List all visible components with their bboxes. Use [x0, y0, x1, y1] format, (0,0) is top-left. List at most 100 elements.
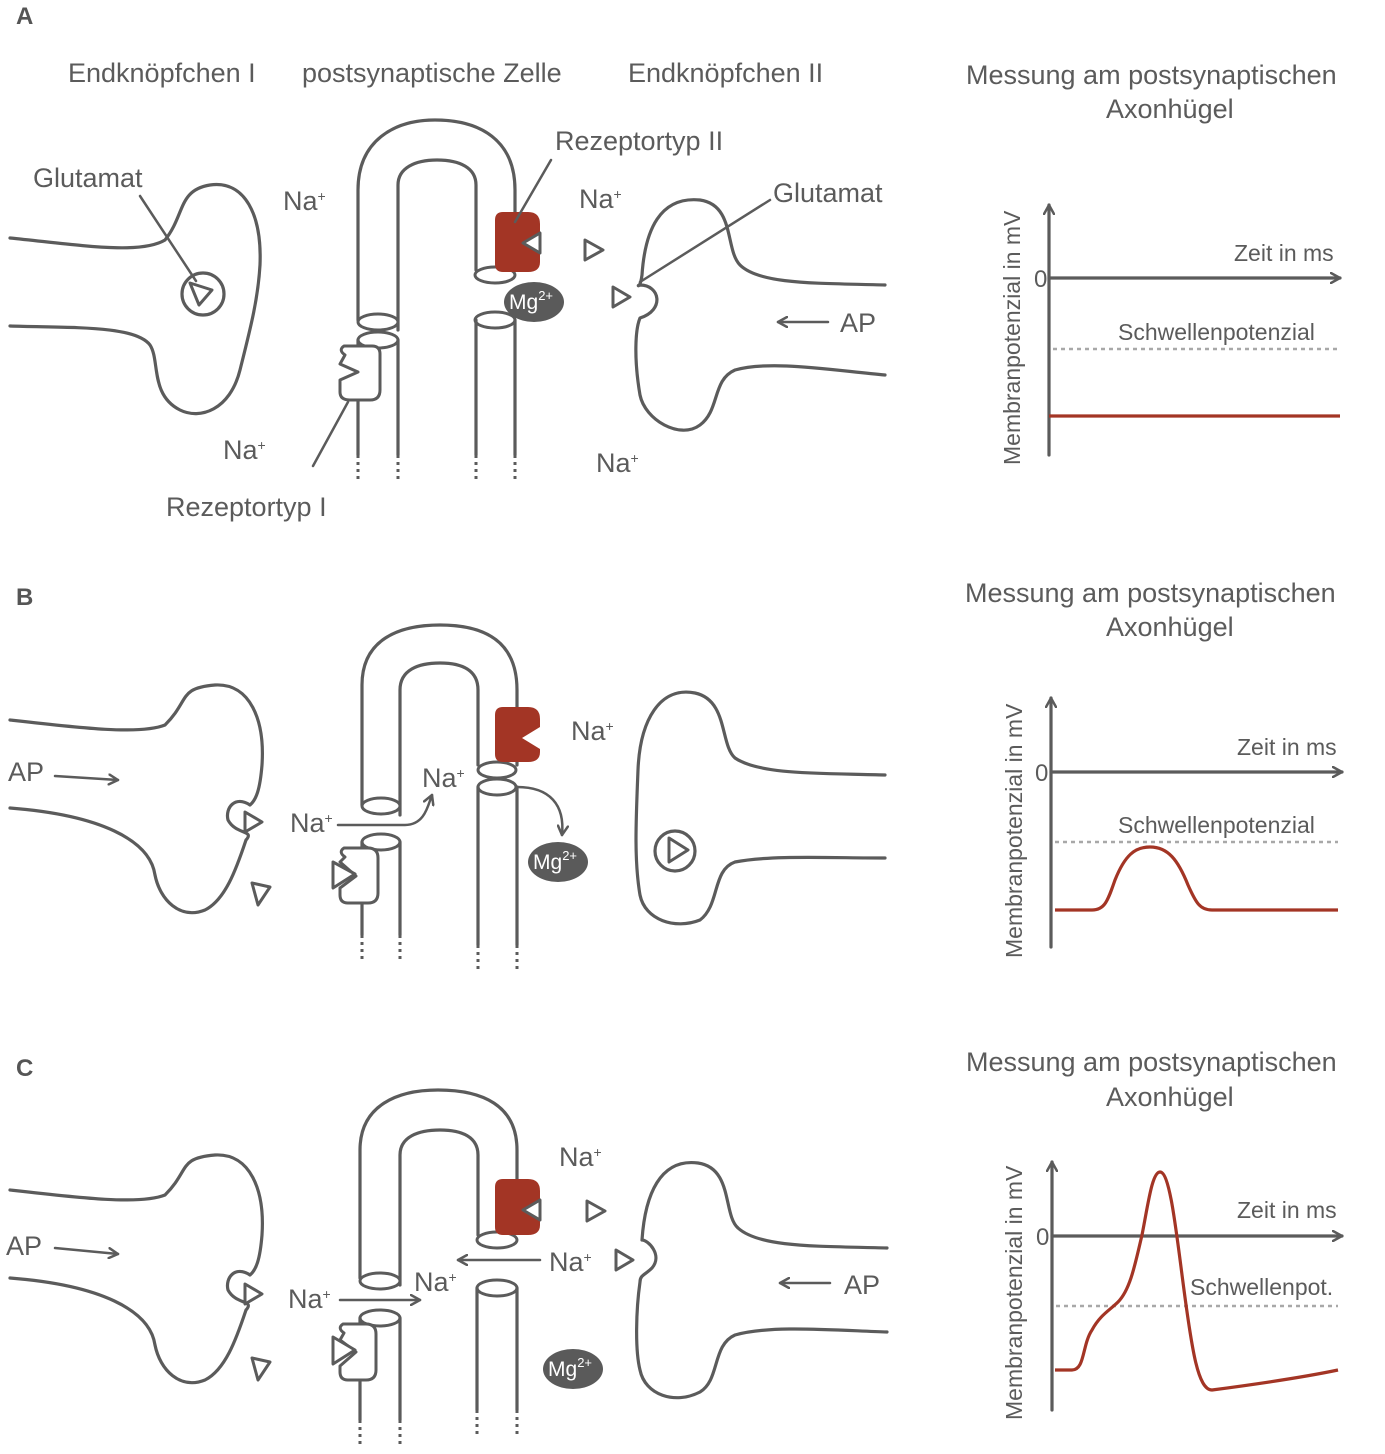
threshold-label: Schwellenpotenzial	[1118, 812, 1315, 838]
label-ap: AP	[8, 757, 44, 787]
glutamate-icon	[521, 1198, 542, 1222]
label-glutamat: Glutamat	[33, 163, 143, 193]
label-na: Na+	[223, 435, 266, 465]
mg-ion	[543, 1349, 603, 1389]
x-axis-label: Zeit in ms	[1237, 1197, 1337, 1223]
glutamate-icon	[243, 810, 264, 834]
label-na: Na+	[559, 1142, 602, 1172]
label-na: Na+	[283, 186, 326, 216]
zero-tick: 0	[1036, 1224, 1049, 1251]
zero-tick: 0	[1035, 760, 1048, 787]
panel-c: C AP Mg2+ Na+ Na+ Na+ Na+	[6, 1047, 1344, 1448]
chart-title-line2: Axonhügel	[1106, 94, 1234, 124]
label-na: Na+	[288, 1284, 331, 1314]
threshold-label: Schwellenpotenzial	[1118, 319, 1315, 345]
postsynaptic-cell-inner	[398, 661, 480, 817]
label-na: Na+	[290, 808, 333, 838]
header-postsynaptic-cell: postsynaptische Zelle	[302, 58, 562, 88]
glutamate-icon	[250, 1356, 272, 1382]
series-line	[1055, 1170, 1339, 1392]
mg-flow-arrow	[515, 785, 562, 837]
ap-arrow	[53, 1246, 120, 1254]
postsynaptic-cell-outline	[360, 623, 519, 807]
terminal-1-outline	[8, 683, 264, 915]
glutamate-icon	[243, 1282, 264, 1306]
chart-a: 0 Zeit in ms Membranpotenzial in mV Schw…	[999, 203, 1342, 465]
ap-arrow	[53, 776, 120, 780]
zero-tick: 0	[1034, 266, 1047, 293]
pointer-line	[138, 194, 198, 283]
chart-title-line1: Messung am postsynaptischen	[966, 60, 1337, 90]
mg-label: Mg2+	[509, 288, 553, 314]
y-axis-label: Membranpotenzial in mV	[999, 210, 1025, 465]
pointer-line	[638, 198, 772, 284]
y-axis-label: Membranpotenzial in mV	[1001, 1165, 1027, 1420]
chart-b: 0 Zeit in ms Membranpotenzial in mV Schw…	[1001, 696, 1344, 958]
postsynaptic-cell-inner	[396, 158, 478, 332]
receptor-type-1-icon	[338, 1322, 378, 1382]
panel-letter-a: A	[16, 3, 33, 30]
glutamate-icon	[585, 1199, 607, 1223]
header-terminal-2: Endknöpfchen II	[628, 58, 823, 88]
glutamate-icon	[583, 238, 605, 262]
channel-2-top	[476, 760, 518, 780]
glutamate-icon	[667, 836, 690, 864]
x-axis-label: Zeit in ms	[1237, 734, 1337, 760]
y-axis-label: Membranpotenzial in mV	[1001, 703, 1027, 958]
chart-title-line2: Axonhügel	[1106, 1082, 1234, 1112]
label-na: Na+	[571, 716, 614, 746]
label-ap: AP	[840, 308, 876, 338]
receptor-type-2-icon	[495, 212, 540, 272]
pointer-line	[311, 400, 350, 468]
panel-a: A Endknöpfchen I postsynaptische Zelle E…	[8, 3, 1342, 522]
chart-c: 0 Zeit in ms Membranpotenzial in mV Schw…	[1001, 1160, 1344, 1420]
terminal-2-outline	[634, 690, 887, 926]
receptor-type-1-icon	[338, 344, 382, 402]
channel-top	[358, 1271, 402, 1291]
label-receptor-type-2: Rezeptortyp II	[555, 126, 723, 156]
label-glutamat-right: Glutamat	[773, 178, 883, 208]
postsynaptic-cell-inner	[398, 1128, 480, 1287]
terminal-2-outline	[635, 1161, 889, 1400]
panel-b: B AP Mg2+ Na+ Na+ Na+	[8, 578, 1344, 970]
mg-label: Mg2+	[533, 848, 577, 874]
glutamate-icon	[331, 860, 357, 890]
x-axis-label: Zeit in ms	[1234, 240, 1334, 266]
pointer-line	[513, 158, 553, 224]
panel-letter-c: C	[16, 1055, 33, 1082]
channel-2-bottom	[475, 1278, 519, 1298]
glutamate-icon	[611, 285, 632, 309]
label-na: Na+	[414, 1267, 457, 1297]
receptor-type-2-icon	[495, 1179, 540, 1235]
header-terminal-1: Endknöpfchen I	[68, 58, 256, 88]
glutamate-icon	[521, 231, 542, 255]
label-na: Na+	[422, 763, 465, 793]
channel-top	[360, 796, 402, 816]
mg-label: Mg2+	[548, 1355, 592, 1381]
channel-top	[356, 312, 400, 332]
vesicle-icon	[180, 271, 226, 317]
label-ap: AP	[6, 1231, 42, 1261]
mg-ion	[528, 842, 588, 882]
terminal-1-outline	[8, 182, 262, 416]
label-receptor-type-1: Rezeptortyp I	[166, 492, 327, 522]
label-na: Na+	[579, 184, 622, 214]
chart-title-line1: Messung am postsynaptischen	[965, 578, 1336, 608]
na-flow-arrow	[336, 793, 432, 827]
label-na: Na+	[549, 1247, 592, 1277]
channel-2-bottom	[476, 777, 518, 797]
label-ap: AP	[844, 1270, 880, 1300]
glutamate-icon	[614, 1248, 635, 1272]
receptor-type-2-icon	[495, 707, 540, 762]
threshold-label: Schwellenpot.	[1190, 1274, 1333, 1300]
chart-title-line1: Messung am postsynaptischen	[966, 1047, 1337, 1077]
glutamate-icon	[331, 1335, 357, 1366]
label-na: Na+	[596, 448, 639, 478]
channel-2-bottom	[473, 310, 517, 330]
mg-ion	[504, 282, 564, 322]
postsynaptic-cell-outline	[356, 118, 517, 322]
glutamate-icon	[250, 881, 272, 907]
chart-title-line2: Axonhügel	[1106, 612, 1234, 642]
terminal-1-outline	[8, 1153, 264, 1385]
panel-letter-b: B	[16, 584, 33, 611]
